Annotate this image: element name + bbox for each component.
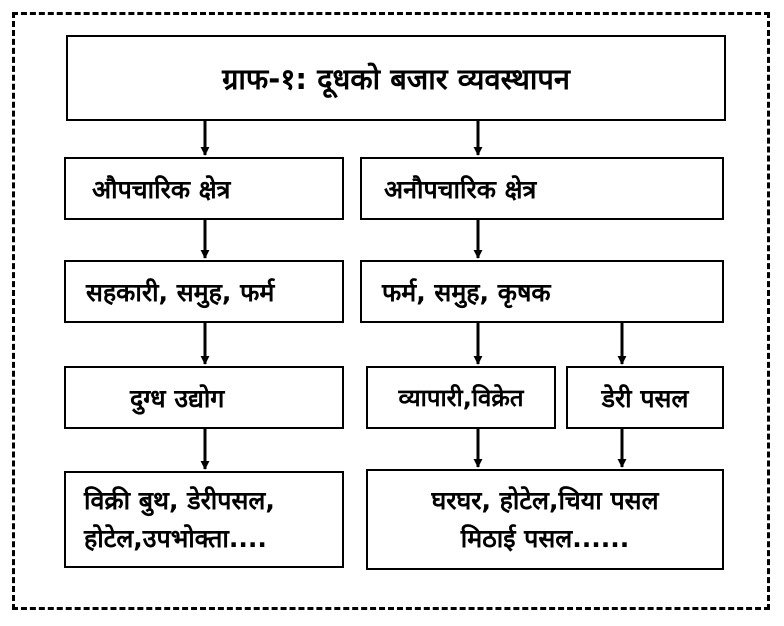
informal-sector-label: अनौपचारिक क्षेत्र [384,174,537,204]
informal-actors-label: फर्म, समुह, कृषक [382,277,551,307]
formal-sector-label: औपचारिक क्षेत्र [92,174,231,204]
formal-outlets-line-2: होटेल,उपभोक्ता.... [84,523,267,553]
informal-outlets-line-2: मिठाई पसल...... [460,523,630,553]
trader-label: व्यापारी,विक्रेत [398,384,524,412]
informal-outlets-line-1: घरघर, होटेल,चिया पसल [431,485,659,515]
informal-outlets-box: घरघर, होटेल,चिया पसल मिठाई पसल...... [366,469,724,570]
title-label: ग्राफ-१: दूधको बजार व्यवस्थापन [222,61,570,96]
informal-sector-box: अनौपचारिक क्षेत्र [360,157,724,220]
trader-box: व्यापारी,विक्रेत [366,366,556,429]
formal-outlets-box: विक्री बुथ, डेरीपसल, होटेल,उपभोक्ता.... [64,471,344,568]
dairy-industry-box: दुग्ध उद्योग [64,366,344,429]
dairy-industry-label: दुग्ध उद्योग [130,383,225,413]
dairy-shop-box: डेरी पसल [566,366,724,429]
dairy-shop-label: डेरी पसल [601,383,689,413]
formal-sector-box: औपचारिक क्षेत्र [64,157,344,220]
dashed-frame [12,12,770,610]
formal-outlets-line-1: विक्री बुथ, डेरीपसल, [84,485,275,515]
title-box: ग्राफ-१: दूधको बजार व्यवस्थापन [66,35,726,121]
informal-actors-box: फर्म, समुह, कृषक [360,260,724,323]
formal-actors-label: सहकारी, समुह, फर्म [86,277,275,307]
formal-actors-box: सहकारी, समुह, फर्म [64,260,344,323]
